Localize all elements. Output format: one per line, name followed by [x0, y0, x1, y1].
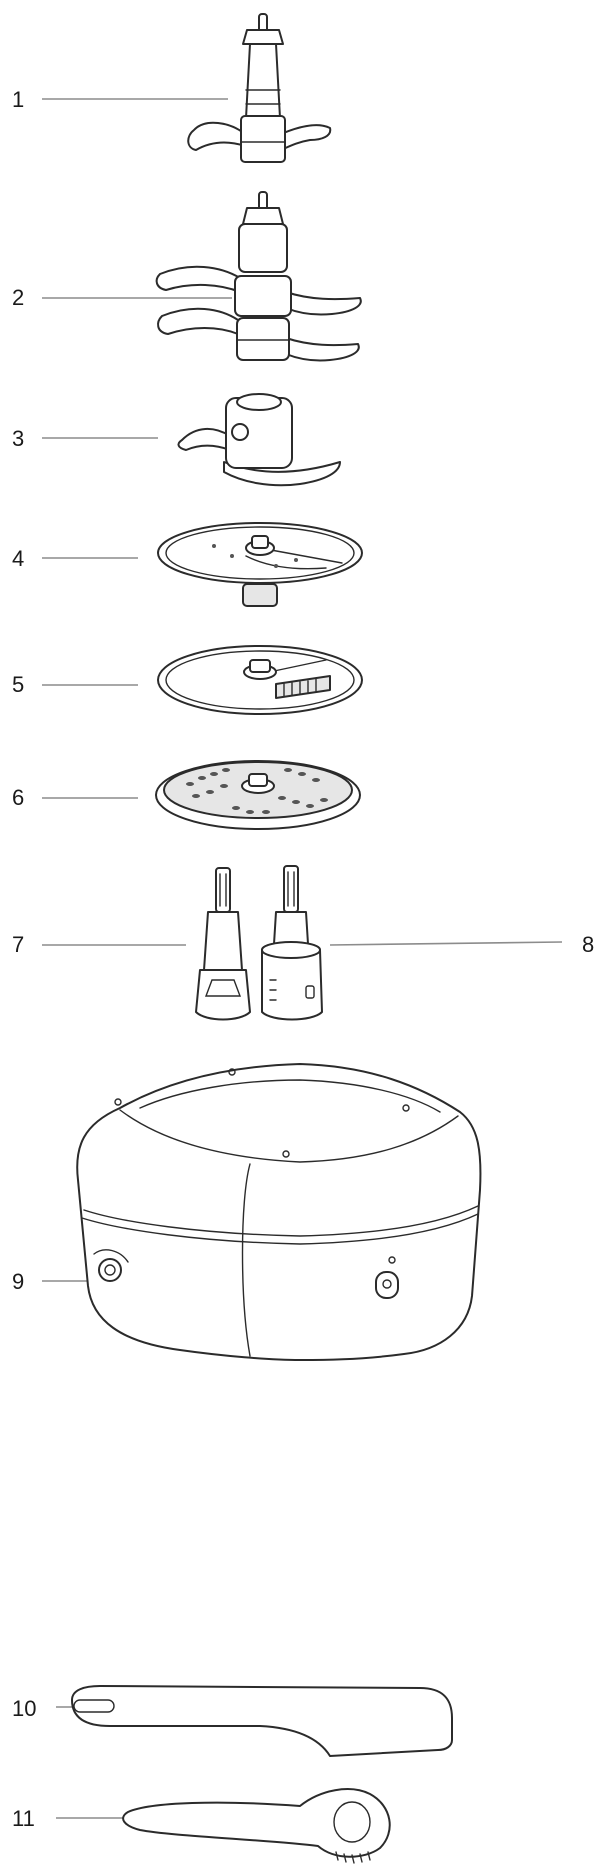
callout-number-1: 1	[12, 87, 24, 112]
small-chopping-blade-icon	[187, 13, 332, 163]
storage-box-icon	[76, 1063, 482, 1361]
grater-holes-icon	[186, 768, 328, 814]
callout-number-7: 7	[12, 932, 24, 957]
double-chopping-blade-icon	[155, 191, 362, 362]
callout-number-11: 11	[12, 1806, 35, 1831]
slicing-disc-icon	[157, 522, 363, 607]
grating-disc-icon	[157, 645, 363, 715]
callout-number-10: 10	[12, 1696, 36, 1721]
callout-number-5: 5	[12, 672, 24, 697]
cleaning-brush-icon	[122, 1788, 391, 1864]
disc-spindle-icon	[195, 867, 251, 1021]
spatula-icon	[71, 1685, 453, 1757]
drive-adapter-icon	[261, 865, 323, 1021]
callout-number-9: 9	[12, 1269, 24, 1294]
callout-number-3: 3	[12, 426, 24, 451]
leader-line-8	[329, 941, 563, 946]
mini-blade-icon	[177, 393, 341, 487]
callout-number-6: 6	[12, 785, 24, 810]
callout-number-2: 2	[12, 285, 24, 310]
coarse-grating-disc-icon	[155, 760, 361, 830]
callout-number-4: 4	[12, 546, 24, 571]
callout-number-8: 8	[582, 932, 594, 957]
